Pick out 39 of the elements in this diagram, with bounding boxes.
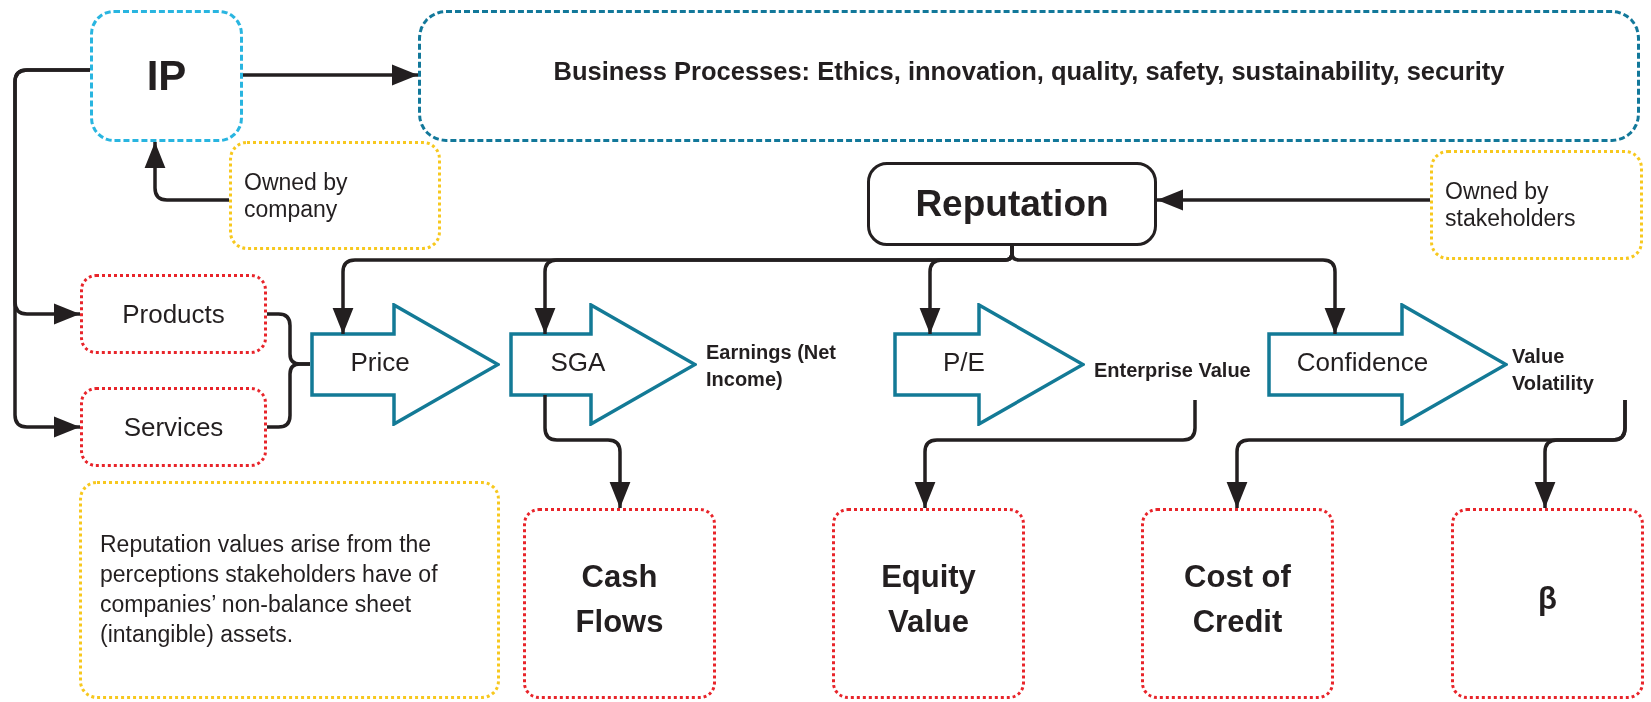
node-label: Cost of Credit (1183, 557, 1292, 641)
result-box (1451, 508, 1644, 699)
node-label: β (1538, 580, 1557, 619)
note-text: Reputation values arise from the perceptions stakeholders have of companies’ non-balance sheet (intangible) assets. (100, 530, 439, 649)
arrow (543, 395, 631, 508)
note-box (229, 141, 441, 250)
node-label: Reputation (915, 183, 1109, 225)
note-text: Owned by company (244, 168, 349, 223)
arrow-label: SGA (549, 347, 607, 378)
note-box (79, 481, 500, 699)
arrow (1010, 246, 1346, 334)
arrow (1157, 189, 1430, 211)
process-box (80, 387, 267, 467)
arrow (13, 68, 90, 438)
node-label: IP (146, 52, 187, 100)
arrow (914, 400, 1197, 508)
node-label: Equity Value (880, 557, 977, 641)
node-label: Services (123, 411, 224, 443)
arrow-label: Price (349, 347, 411, 378)
value-label: Earnings (Net Income) (706, 340, 837, 392)
arrow-label: Confidence (1295, 347, 1430, 378)
node-label: Products (122, 298, 225, 330)
process-box (867, 162, 1157, 246)
result-box (523, 508, 716, 699)
arrow (243, 64, 418, 86)
arrow (144, 142, 229, 202)
result-box (832, 508, 1025, 699)
arrow-label: P/E (942, 347, 986, 378)
process-box (90, 10, 243, 142)
result-box (1141, 508, 1334, 699)
value-label: Value Volatility (1512, 340, 1642, 400)
process-box (80, 274, 267, 354)
note-text: Owned by stakeholders (1445, 178, 1577, 232)
value-label: Enterprise Value (1094, 340, 1254, 400)
node-label: Cash Flows (574, 557, 665, 641)
node-label: Business Processes: Ethics, innovation, quality, safety, sustainability, security (553, 56, 1505, 86)
arrow (1534, 400, 1627, 508)
note-box (1430, 150, 1643, 260)
process-box (418, 10, 1640, 142)
